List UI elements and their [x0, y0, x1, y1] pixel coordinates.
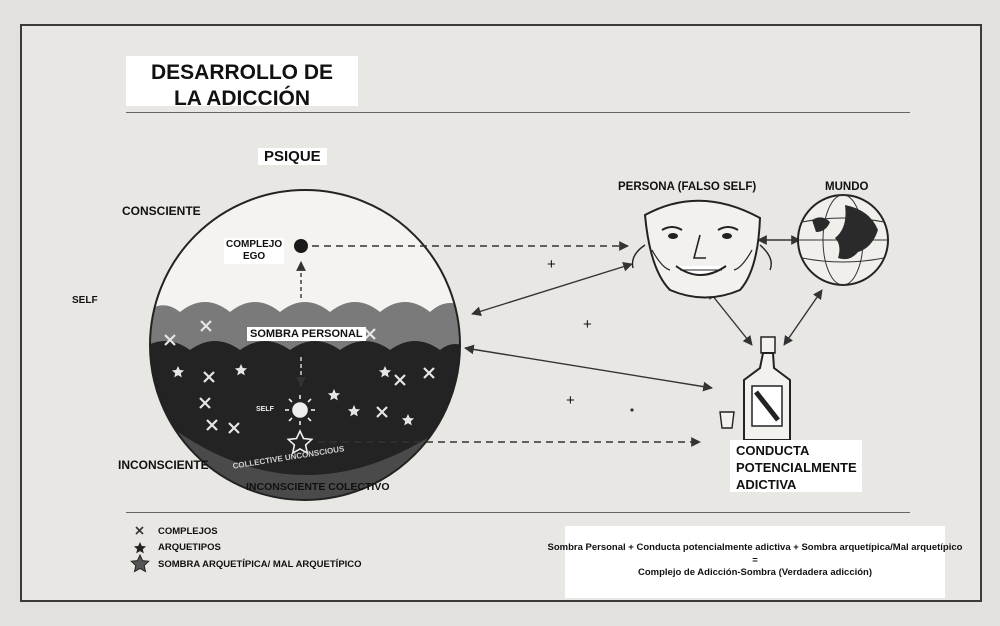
- dot-mark: [630, 408, 634, 412]
- sombra-personal-label: SOMBRA PERSONAL: [247, 327, 366, 341]
- shadow-conducta-arrow: [464, 344, 713, 392]
- mask-face-icon: [631, 199, 772, 299]
- formula-line-2: =: [752, 555, 758, 566]
- x-mark-icon: [203, 371, 215, 383]
- star-icon: [133, 542, 147, 554]
- outlined-star-icon: [286, 429, 314, 455]
- formula-box: Sombra Personal + Conducta potencialment…: [548, 526, 962, 598]
- title-box: [126, 56, 358, 106]
- psique-circle: [149, 189, 461, 501]
- conducta-line-3: ADICTIVA: [736, 477, 797, 492]
- formula-line-3: Complejo de Adicción-Sombra (Verdadera a…: [637, 567, 873, 578]
- persona-label: PERSONA (FALSO SELF): [618, 181, 757, 193]
- self-outer-label: SELF: [72, 295, 98, 306]
- x-mark-icon: [200, 320, 212, 332]
- complejo-ego-label: COMPLEJO EGO: [224, 238, 285, 264]
- diagram-title: DESARROLLO DE LA ADICCIÓN: [126, 60, 358, 112]
- conducta-line-2: POTENCIALMENTE: [736, 460, 857, 475]
- inconsciente-label: INCONSCIENTE: [118, 458, 209, 472]
- x-mark-icon: [376, 406, 388, 418]
- conducta-line-1: CONDUCTA: [736, 443, 810, 458]
- x-mark-icon: [364, 328, 376, 340]
- mundo-conducta-arrow: [783, 289, 823, 346]
- star-icon: [347, 405, 361, 417]
- star-icon: [234, 364, 248, 376]
- consciente-label: CONSCIENTE: [122, 204, 201, 218]
- outlined-star-icon: [130, 553, 150, 573]
- x-mark-icon: [135, 526, 144, 535]
- plus-sign-2: +: [583, 316, 592, 333]
- title-divider: [126, 112, 910, 113]
- x-mark-icon: [394, 374, 406, 386]
- mundo-label: MUNDO: [825, 181, 869, 193]
- star-icon: [327, 389, 341, 401]
- title-line-2: LA ADICCIÓN: [173, 87, 311, 110]
- psique-label: PSIQUE: [258, 148, 327, 165]
- collective-unconscious-band: [150, 430, 460, 500]
- legend-complejos: COMPLEJOS: [158, 526, 218, 537]
- self-inner-label: SELF: [256, 406, 274, 413]
- star-icon: [401, 414, 415, 426]
- x-mark-icon: [228, 422, 240, 434]
- globe-icon: [797, 194, 889, 286]
- star-icon: [171, 366, 185, 378]
- plus-sign-3: +: [566, 392, 575, 409]
- inconsciente-area: [150, 341, 460, 500]
- legend-divider: [126, 512, 910, 513]
- legend-arquetipos: ARQUETIPOS: [158, 542, 221, 553]
- formula-line-1: Sombra Personal + Conducta potencialment…: [547, 542, 963, 553]
- sun-icon: [285, 395, 315, 425]
- inconsciente-colectivo-label: INCONSCIENTE COLECTIVO: [246, 481, 390, 493]
- x-mark-icon: [164, 334, 176, 346]
- bottle-glass-icon: [719, 336, 791, 441]
- x-mark-icon: [423, 367, 435, 379]
- x-mark-icon: [206, 419, 218, 431]
- arquetipos-marks: [171, 364, 415, 426]
- conducta-label: CONDUCTA POTENCIALMENTE ADICTIVA: [730, 440, 862, 492]
- x-mark-icon: [199, 397, 211, 409]
- complejo-ego-line-1: COMPLEJO: [226, 239, 283, 250]
- complejo-ego-line-2: EGO: [242, 251, 266, 262]
- legend-sombra-arquetipica: SOMBRA ARQUETÍPICA/ MAL ARQUETÍPICO: [158, 559, 362, 570]
- plus-sign-1: +: [547, 256, 556, 273]
- shadow-persona-arrow: [471, 261, 633, 317]
- persona-conducta-arrow: [707, 289, 753, 346]
- complejo-ego-dot: [294, 239, 308, 253]
- title-line-1: DESARROLLO DE: [150, 61, 333, 84]
- star-icon: [378, 366, 392, 378]
- complejos-marks: [164, 320, 435, 434]
